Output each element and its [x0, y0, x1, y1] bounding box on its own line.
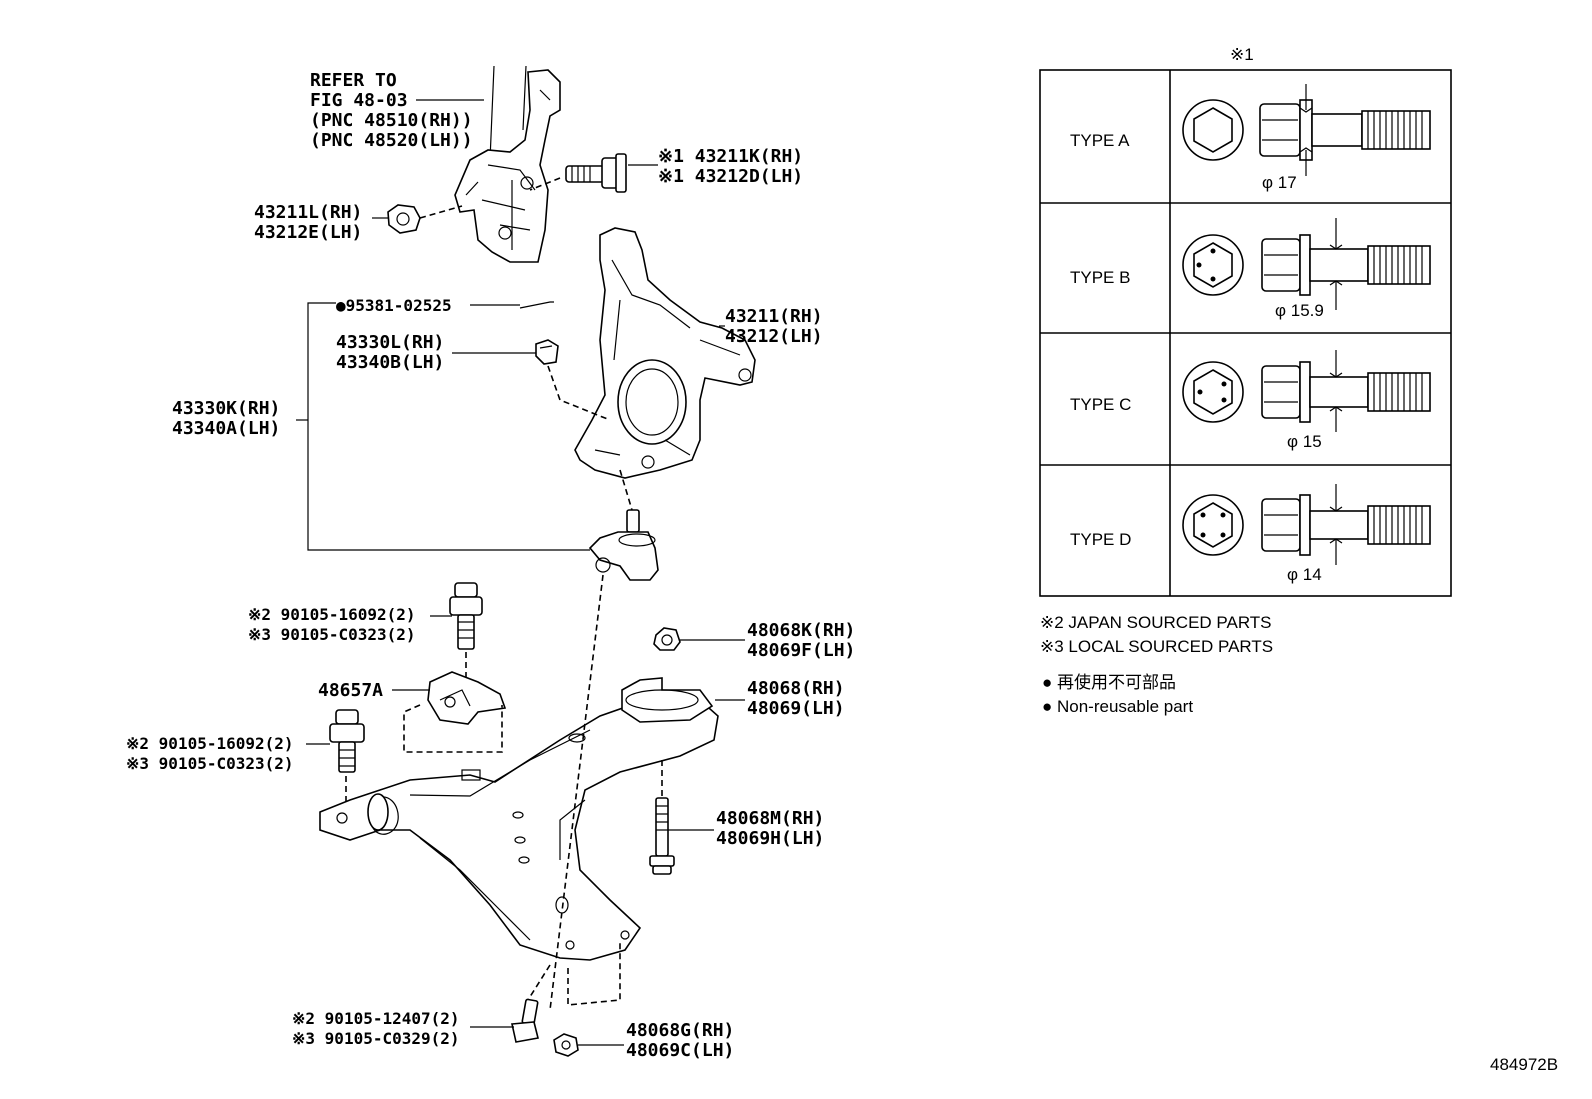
callout-nut-43211l: 43211L(RH) 43212E(LH): [254, 202, 362, 243]
type-b-label: TYPE B: [1070, 268, 1130, 287]
callout-refer-fig: REFER TO FIG 48-03 (PNC 48510(RH)) (PNC …: [310, 70, 473, 151]
callout-nut-48068k: 48068K(RH) 48069F(LH): [747, 620, 855, 661]
type-a-diameter: φ 17: [1262, 173, 1297, 192]
note-japan-sourced: ※2 JAPAN SOURCED PARTS: [1040, 613, 1272, 632]
callout-bolt-43211k: ※1 43211K(RH) ※1 43212D(LH): [658, 146, 803, 187]
type-d-diameter: φ 14: [1287, 565, 1322, 584]
callout-ball-joint: 43330K(RH) 43340A(LH): [172, 398, 280, 439]
type-a-label: TYPE A: [1070, 131, 1130, 150]
svg-text:(PNC 48520(LH)): (PNC 48520(LH)): [310, 130, 473, 151]
svg-text:48068G(RH): 48068G(RH): [626, 1020, 734, 1041]
svg-text:※1 43212D(LH): ※1 43212D(LH): [658, 166, 803, 187]
svg-text:43340B(LH): 43340B(LH): [336, 352, 444, 373]
svg-text:43211(RH): 43211(RH): [725, 306, 823, 327]
figure-id: 484972B: [1490, 1055, 1558, 1074]
nut-43211l-illustration: [387, 204, 421, 234]
type-c-bolt-icon: [1182, 350, 1431, 432]
lower-control-arm-illustration: [319, 677, 719, 961]
bolt-upper-a-illustration: [449, 582, 483, 650]
bracket-48657a-illustration: [427, 671, 507, 725]
svg-text:※3 90105-C0323(2): ※3 90105-C0323(2): [126, 754, 294, 773]
svg-text:※1 43211K(RH): ※1 43211K(RH): [658, 146, 803, 167]
notes-legend: ※2 JAPAN SOURCED PARTS ※3 LOCAL SOURCED …: [1040, 613, 1273, 716]
cotter-pin-illustration: [519, 301, 554, 309]
steering-knuckle-illustration: [574, 227, 756, 479]
callout-nut-48068g: 48068G(RH) 48069C(LH): [626, 1020, 734, 1061]
type-b-diameter: φ 15.9: [1275, 301, 1324, 320]
svg-text:48069H(LH): 48069H(LH): [716, 828, 824, 849]
bolt-upper-b-illustration: [329, 709, 365, 773]
type-table-header: ※1: [1230, 45, 1254, 64]
type-c-label: TYPE C: [1070, 395, 1131, 414]
type-table: TYPE A TYPE B TYPE C TYPE D φ 17: [1039, 69, 1452, 597]
svg-text:※2 90105-16092(2): ※2 90105-16092(2): [248, 605, 416, 624]
callout-knuckle: 43211(RH) 43212(LH): [725, 306, 823, 347]
svg-text:48068M(RH): 48068M(RH): [716, 808, 824, 829]
type-b-bolt-icon: [1182, 218, 1431, 310]
strut-illustration: [454, 65, 561, 263]
svg-text:(PNC 48510(RH)): (PNC 48510(RH)): [310, 110, 473, 131]
svg-text:48069F(LH): 48069F(LH): [747, 640, 855, 661]
svg-text:43212E(LH): 43212E(LH): [254, 222, 362, 243]
svg-text:※2 90105-16092(2): ※2 90105-16092(2): [126, 734, 294, 753]
bolt-lower-illustration: [511, 998, 539, 1043]
type-d-bolt-icon: [1182, 484, 1431, 565]
bolt-48068m-illustration: [649, 797, 675, 875]
svg-text:43330K(RH): 43330K(RH): [172, 398, 280, 419]
callout-bolt-upper-b: ※2 90105-16092(2) ※3 90105-C0323(2): [126, 734, 294, 773]
svg-text:※3 90105-C0323(2): ※3 90105-C0323(2): [248, 625, 416, 644]
svg-text:43340A(LH): 43340A(LH): [172, 418, 280, 439]
leader-lines: [306, 99, 745, 1046]
note-non-reusable-jp: ● 再使用不可部品: [1042, 672, 1176, 692]
svg-text:43330L(RH): 43330L(RH): [336, 332, 444, 353]
svg-text:48069C(LH): 48069C(LH): [626, 1040, 734, 1061]
callout-bolt-48068m: 48068M(RH) 48069H(LH): [716, 808, 824, 849]
svg-text:REFER TO: REFER TO: [310, 70, 397, 91]
callout-nut-43330l: 43330L(RH) 43340B(LH): [336, 332, 444, 373]
svg-text:43211L(RH): 43211L(RH): [254, 202, 362, 223]
svg-text:FIG 48-03: FIG 48-03: [310, 90, 408, 111]
ball-joint-illustration: [588, 509, 659, 581]
note-local-sourced: ※3 LOCAL SOURCED PARTS: [1040, 637, 1273, 656]
castle-nut-43330l-illustration: [535, 339, 559, 365]
callout-bracket-48657a: 48657A: [318, 680, 383, 701]
svg-text:48069(LH): 48069(LH): [747, 698, 845, 719]
svg-text:※2 90105-12407(2): ※2 90105-12407(2): [292, 1009, 460, 1028]
note-non-reusable-en: ● Non-reusable part: [1042, 697, 1193, 716]
callout-cotter-pin: ●95381-02525: [336, 296, 452, 315]
callout-lower-arm: 48068(RH) 48069(LH): [747, 678, 845, 719]
type-a-bolt-icon: [1182, 84, 1431, 176]
svg-text:※3 90105-C0329(2): ※3 90105-C0329(2): [292, 1029, 460, 1048]
callout-bolt-lower: ※2 90105-12407(2) ※3 90105-C0329(2): [292, 1009, 460, 1048]
callout-bolt-upper-a: ※2 90105-16092(2) ※3 90105-C0323(2): [248, 605, 416, 644]
type-c-diameter: φ 15: [1287, 432, 1322, 451]
svg-text:48068K(RH): 48068K(RH): [747, 620, 855, 641]
svg-text:43212(LH): 43212(LH): [725, 326, 823, 347]
nut-48068k-illustration: [653, 627, 681, 651]
bolt-43211k-illustration: [565, 153, 627, 193]
type-d-label: TYPE D: [1070, 530, 1131, 549]
svg-text:48068(RH): 48068(RH): [747, 678, 845, 699]
nut-48068g-illustration: [553, 1033, 579, 1057]
